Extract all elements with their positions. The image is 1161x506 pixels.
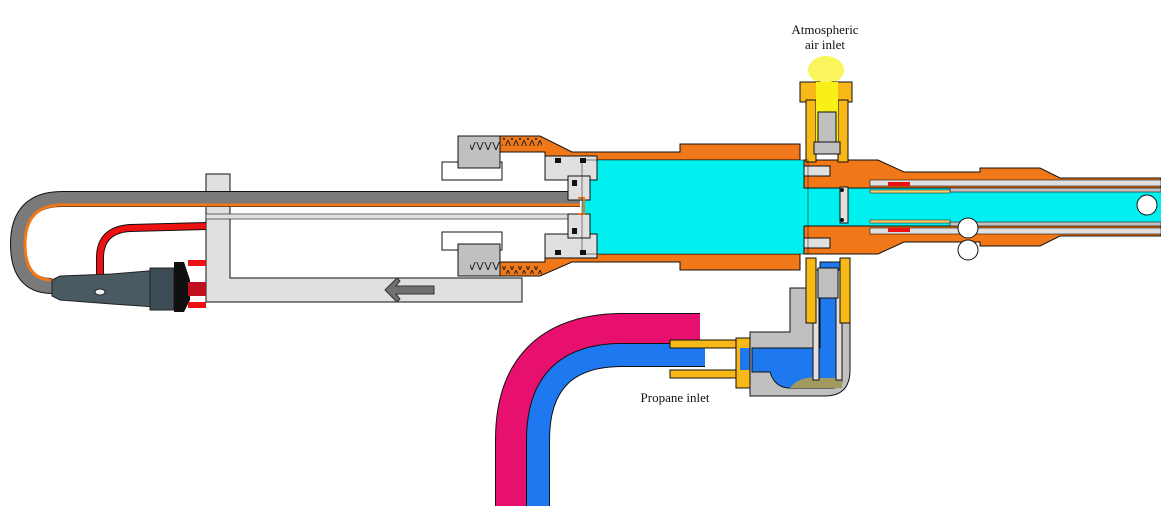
propane-hose [495,313,705,506]
ignition-electrode-plug [51,260,206,312]
gland-nut [441,135,503,277]
brass-body [499,135,801,277]
air-inlet-label: Atmospheric air inlet [770,22,880,52]
air-inlet-valve [799,56,853,163]
air-inlet-label-line1: Atmospheric [791,22,859,37]
burner-nozzle [803,159,1161,261]
flow-direction-arrow [384,277,435,303]
air-inlet-label-line2: air inlet [804,37,846,52]
high-voltage-lead [96,222,207,292]
propane-inlet-elbow [749,257,851,397]
propane-inlet-label: Propane inlet [640,390,710,405]
